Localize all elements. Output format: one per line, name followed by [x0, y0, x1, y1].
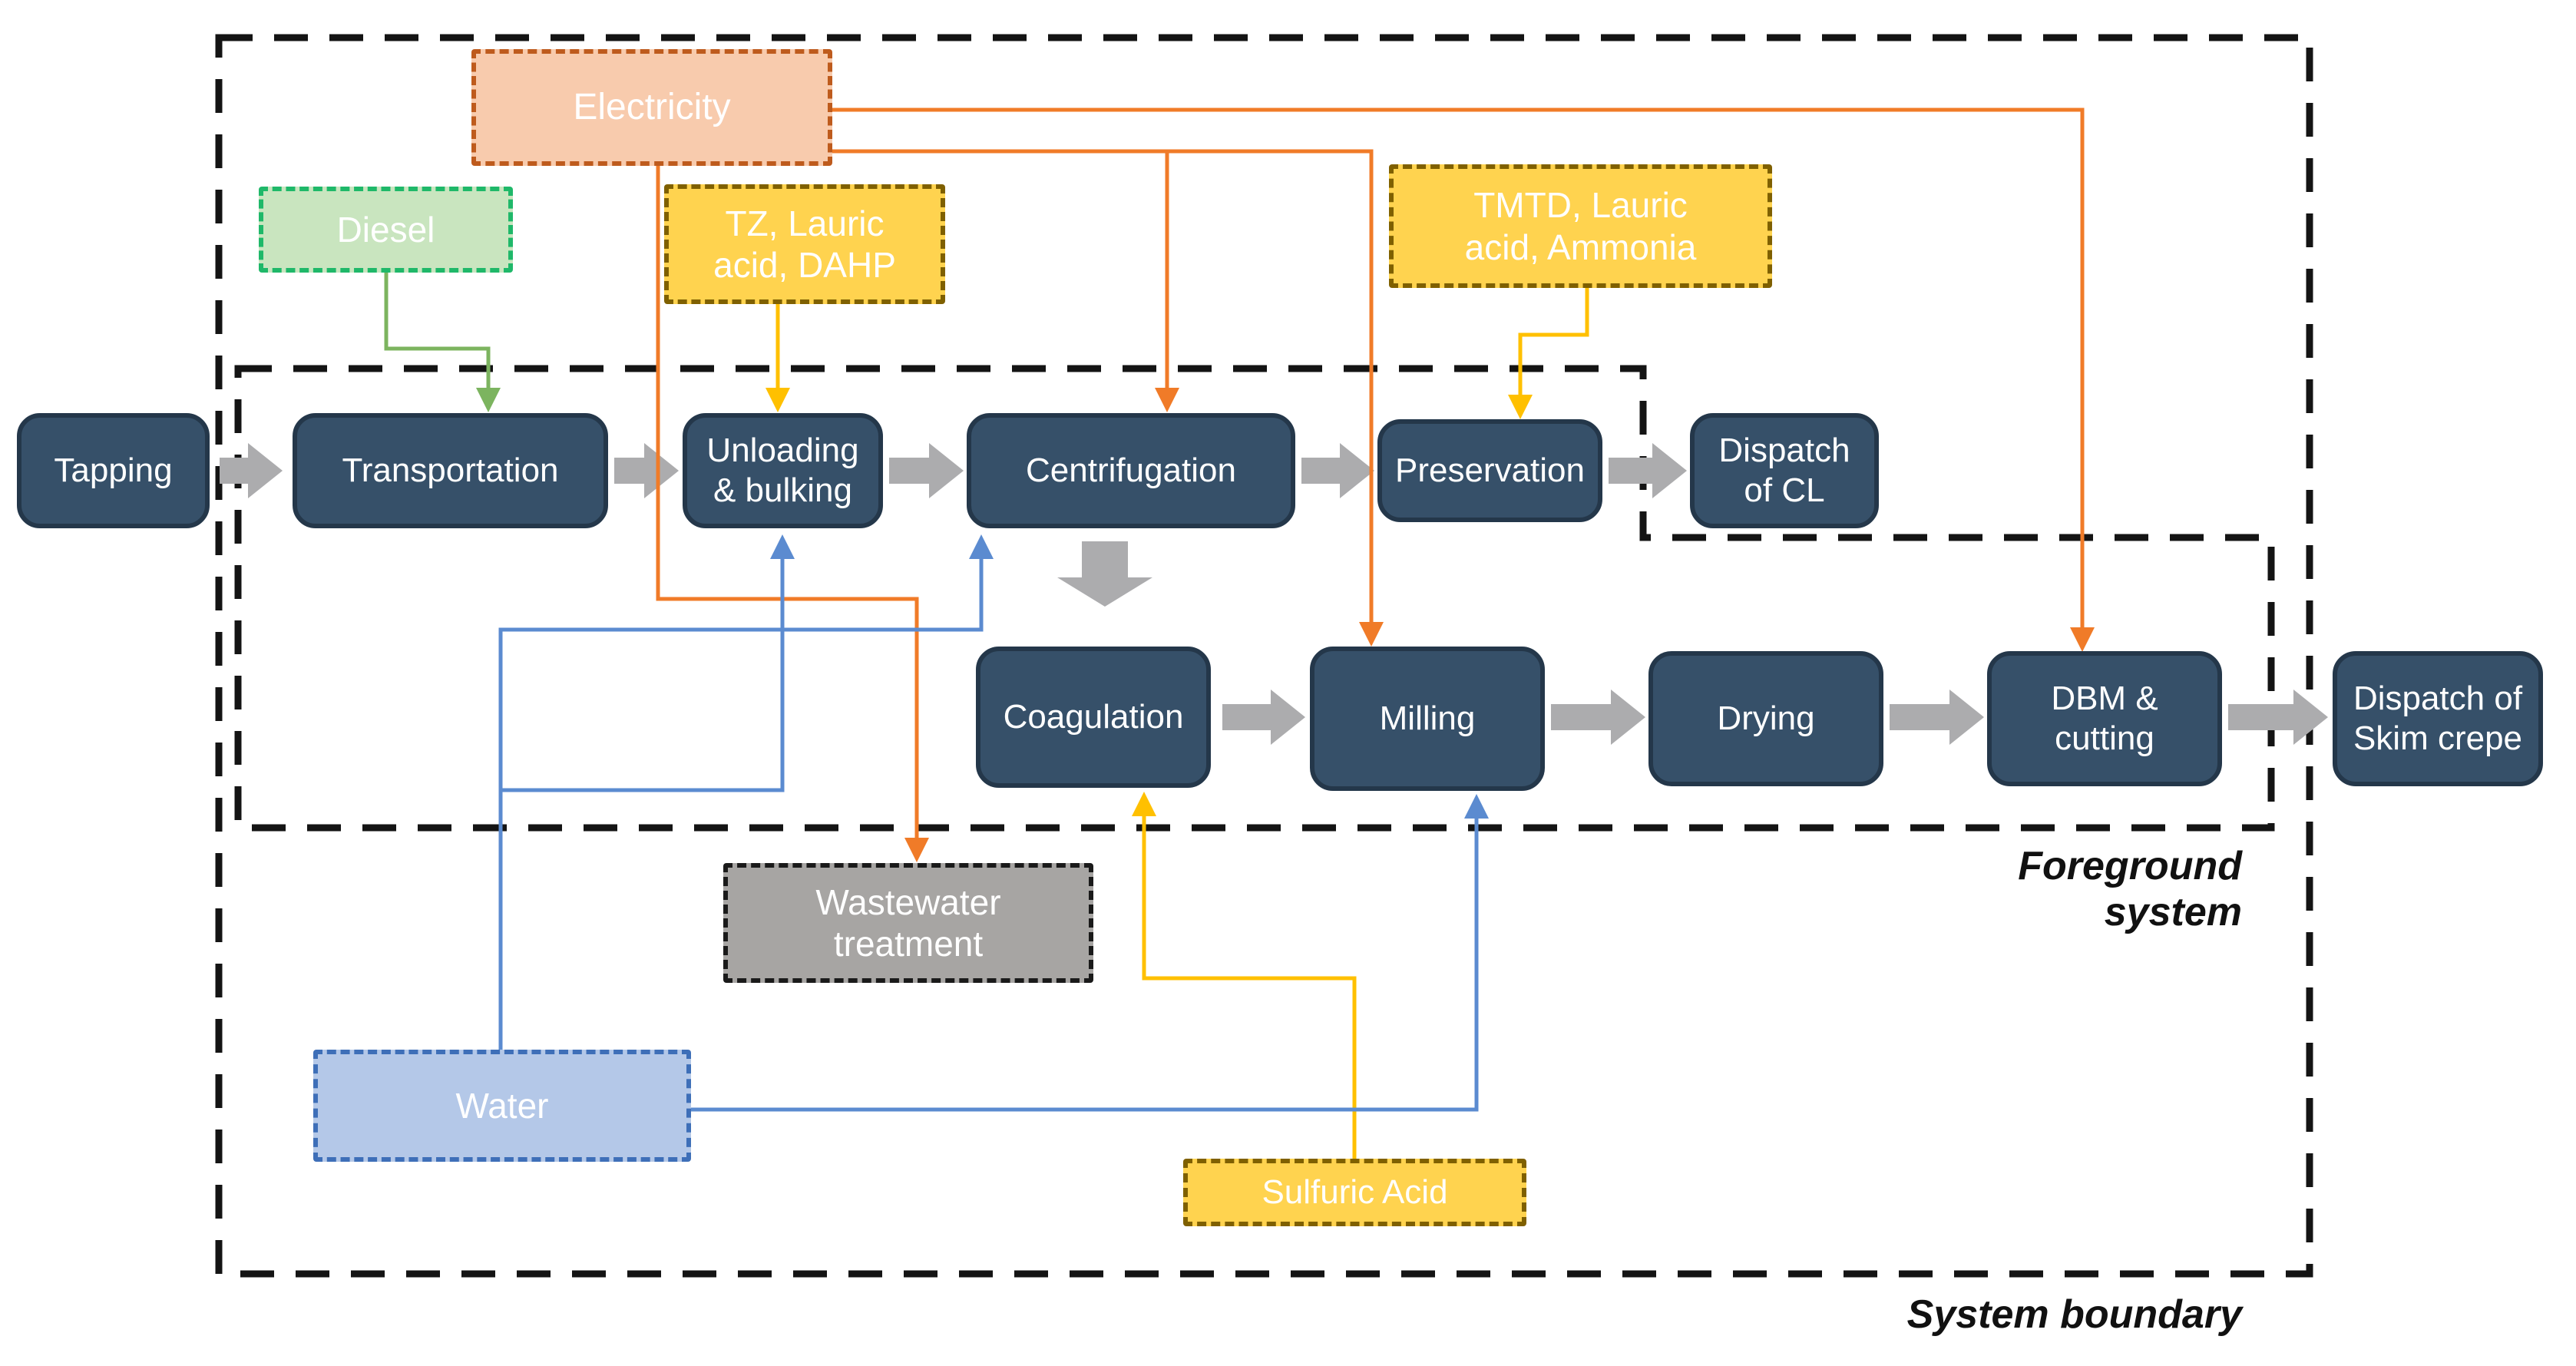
process-box-transportation: Transportation — [293, 413, 608, 528]
input-label: Electricity — [573, 86, 731, 127]
input-label: TZ, Lauric acid, DAHP — [713, 203, 896, 285]
process-box-tapping: Tapping — [17, 413, 210, 528]
process-box-coagulation: Coagulation — [976, 647, 1211, 788]
flow-tz-to-unloading-arrowhead — [766, 388, 790, 412]
input-label: Water — [455, 1085, 549, 1126]
system-boundary-outline — [215, 34, 2313, 1278]
process-label: Preservation — [1394, 451, 1585, 490]
step-arrow-dbm-dispatchskim — [2228, 690, 2328, 745]
water-flows — [498, 541, 1479, 1112]
process-box-preservation: Preservation — [1377, 419, 1602, 522]
process-box-milling: Milling — [1310, 647, 1545, 791]
input-label: Diesel — [336, 209, 435, 250]
input-box-diesel: Diesel — [259, 187, 513, 273]
flow-electricity-to-dbm — [832, 107, 2085, 645]
flow-electricity-to-milling-arrowhead — [1359, 622, 1384, 647]
step-arrow-preservation-dispatchcl — [1609, 443, 1687, 498]
input-box-water: Water — [313, 1050, 691, 1162]
input-label: TMTD, Lauric acid, Ammonia — [1464, 185, 1697, 267]
step-arrow-coagulation-milling — [1222, 690, 1305, 745]
foreground-system-label: Foreground system — [2018, 844, 2242, 934]
chemical-arrowheads — [766, 388, 1533, 816]
process-label: Centrifugation — [1026, 451, 1236, 490]
process-label: Coagulation — [1003, 698, 1184, 736]
process-box-unloading-bulking: Unloading & bulking — [683, 413, 883, 528]
input-box-tmtd-lauric-ammonia: TMTD, Lauric acid, Ammonia — [1389, 164, 1772, 288]
process-label: Dispatch of CL — [1718, 432, 1850, 509]
input-box-tz-lauric-dahp: TZ, Lauric acid, DAHP — [664, 184, 945, 304]
process-box-dispatch-of-cl: Dispatch of CL — [1690, 413, 1879, 528]
process-chain-arrows — [220, 443, 2328, 745]
process-box-drying: Drying — [1648, 651, 1883, 786]
step-arrow-milling-drying — [1551, 690, 1645, 745]
electricity-flows — [656, 107, 2085, 855]
flow-water-to-centrifugation — [498, 541, 984, 1050]
process-label: Dispatch of Skim crepe — [2353, 680, 2523, 757]
flow-diesel-to-transportation — [384, 273, 491, 405]
process-label: Unloading & bulking — [706, 432, 859, 509]
step-arrow-centrifugation-preservation — [1301, 443, 1374, 498]
system-boundary-label: System boundary — [1906, 1292, 2242, 1337]
flow-water-to-milling-arrowhead — [1464, 794, 1489, 819]
water-arrowheads — [770, 534, 1489, 819]
process-label: Milling — [1379, 700, 1476, 738]
step-arrow-unloading-centrifugation — [889, 443, 964, 498]
flow-electricity-to-dbm-arrowhead — [2070, 627, 2095, 652]
flow-water-to-centrifugation-arrowhead — [969, 534, 994, 559]
flow-sulfuric-to-coagulation-arrowhead — [1132, 792, 1156, 816]
flow-electricity-to-wastewater — [656, 166, 919, 855]
process-label: Drying — [1717, 700, 1815, 738]
flow-water-to-unloading — [501, 541, 785, 792]
input-label: Sulfuric Acid — [1262, 1173, 1448, 1212]
flow-tmtd-to-preservation — [1518, 288, 1589, 412]
flow-diesel-to-transportation-arrowhead — [476, 388, 501, 412]
flow-electricity-to-wastewater-arrowhead — [904, 838, 929, 862]
step-arrow-centrifugation-coagulation — [1057, 541, 1152, 607]
input-box-sulfuric-acid: Sulfuric Acid — [1183, 1159, 1526, 1226]
step-arrow-tapping-transportation — [220, 443, 283, 498]
step-arrow-drying-dbm — [1890, 690, 1984, 745]
flow-tmtd-to-preservation-arrowhead — [1508, 395, 1533, 419]
foreground-boundary-outline — [234, 365, 2275, 832]
flow-water-to-milling — [691, 801, 1479, 1112]
process-box-dispatch-of-skim-crepe: Dispatch of Skim crepe — [2333, 651, 2543, 786]
input-label: Wastewater treatment — [815, 881, 1001, 964]
process-label: Transportation — [342, 451, 559, 490]
input-box-wastewater-treatment: Wastewater treatment — [723, 863, 1093, 983]
process-label: Tapping — [54, 451, 173, 490]
step-arrow-transportation-unloading — [614, 443, 679, 498]
flow-water-to-unloading-arrowhead — [770, 534, 795, 559]
flow-electricity-to-milling — [832, 149, 1374, 640]
process-box-dbm-cutting: DBM & cutting — [1987, 651, 2222, 786]
input-box-electricity: Electricity — [471, 49, 832, 166]
flow-sulfuric-to-coagulation — [1142, 799, 1357, 1159]
process-label: DBM & cutting — [2051, 680, 2158, 757]
electricity-arrowheads — [904, 388, 2095, 862]
process-box-centrifugation: Centrifugation — [967, 413, 1295, 528]
flow-electricity-to-centrifugation-arrowhead — [1155, 388, 1179, 412]
